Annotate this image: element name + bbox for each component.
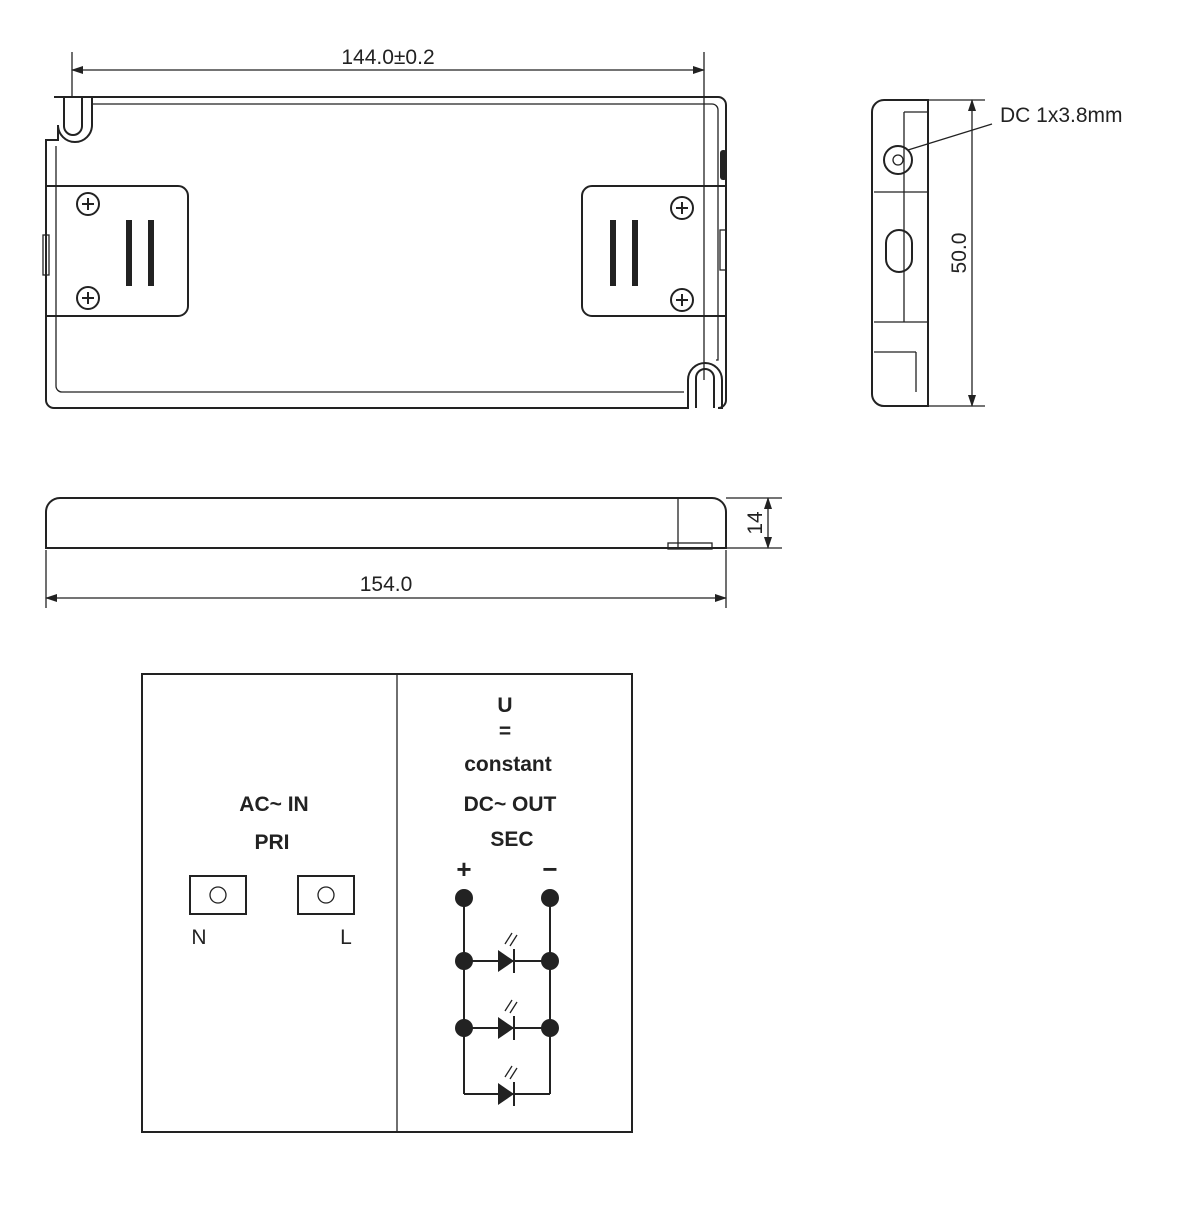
input-section: AC~ IN PRI N L: [189, 793, 355, 949]
voltage-symbol: U: [497, 694, 512, 717]
screw-icon: [76, 192, 100, 216]
node: [455, 952, 473, 970]
top-view-outline: [45, 96, 727, 409]
side-view: 14 154.0: [45, 497, 782, 608]
terminal-slot: [632, 220, 638, 286]
dimension-side-height: 14: [726, 497, 782, 549]
terminal-cover-left: [46, 185, 189, 317]
connector-label: DC 1x3.8mm: [1000, 104, 1123, 127]
dimension-label: 50.0: [948, 233, 971, 274]
screw-icon: [670, 196, 694, 220]
terminal-n: [189, 875, 247, 915]
screw-icon: [670, 288, 694, 312]
terminal-l: [297, 875, 355, 915]
end-view: DC 1x3.8mm 50.0: [871, 99, 1123, 407]
dimension-label: 144.0±0.2: [341, 46, 434, 69]
led-icon: [498, 1065, 518, 1106]
mounting-slot-left: [63, 97, 83, 136]
end-view-outline: [871, 99, 929, 407]
screw-icon: [76, 286, 100, 310]
equals-sign: =: [499, 720, 511, 743]
output-section: U = constant DC~ OUT SEC + −: [455, 694, 559, 1106]
output-title: DC~ OUT: [464, 793, 557, 816]
led-icon: [498, 999, 518, 1040]
vent-slot: [885, 229, 913, 273]
terminal-slot: [126, 220, 132, 286]
node: [455, 889, 473, 907]
node: [541, 952, 559, 970]
led-icon: [498, 932, 518, 973]
terminal-cover-right: [581, 185, 726, 317]
side-view-outline: [45, 497, 727, 549]
input-title: AC~ IN: [239, 793, 308, 816]
input-subtitle: PRI: [254, 831, 289, 854]
dimension-label: 154.0: [360, 573, 413, 596]
node: [455, 1019, 473, 1037]
side-tab-left: [42, 234, 50, 276]
terminal-n-label: N: [191, 926, 206, 949]
node: [541, 889, 559, 907]
side-view-foot: [667, 542, 713, 550]
side-tab-right: [719, 229, 727, 271]
terminal-slot: [148, 220, 154, 286]
wiring-diagram: AC~ IN PRI N L U = constant DC~ OUT SEC …: [141, 673, 633, 1133]
mounting-slot-right: [695, 368, 715, 408]
wiring-frame: [141, 673, 633, 1133]
dc-socket-icon: [883, 145, 913, 175]
top-view-inner-outline: [55, 103, 719, 393]
plus-terminal-label: +: [456, 854, 471, 884]
top-view: 144.0±0.2: [42, 46, 727, 409]
minus-terminal-label: −: [542, 854, 557, 884]
connector-callout: DC 1x3.8mm: [907, 104, 1123, 151]
node: [541, 1019, 559, 1037]
dimension-side-length: 154.0: [45, 550, 727, 608]
dimension-label: 14: [744, 511, 767, 535]
terminal-l-label: L: [340, 926, 352, 949]
dc-socket-edge: [720, 150, 727, 180]
constant-label: constant: [464, 753, 552, 776]
dimension-top-width: 144.0±0.2: [71, 46, 705, 380]
dimension-height: 50.0: [928, 99, 985, 407]
output-subtitle: SEC: [490, 828, 533, 851]
terminal-slot: [610, 220, 616, 286]
